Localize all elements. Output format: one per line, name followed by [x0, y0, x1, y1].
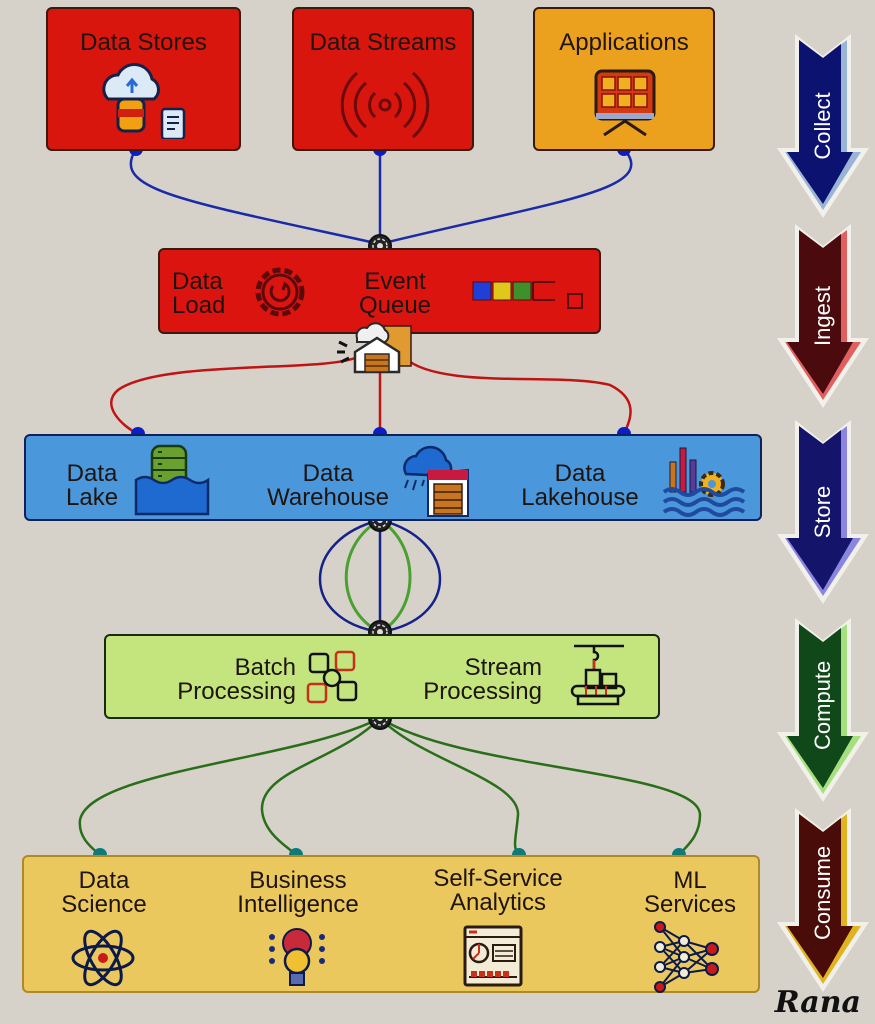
ingest-panel[interactable]: Data Load Event Queue [158, 248, 601, 334]
batch-nodes-icon [306, 650, 358, 704]
source-data-streams[interactable]: Data Streams [292, 7, 474, 151]
stage-arrow-store [777, 420, 869, 604]
dashboard-window-icon [463, 925, 523, 987]
stage-label: Ingest [810, 286, 835, 346]
connector-ingest-right [404, 357, 632, 435]
neural-network-icon [654, 921, 719, 993]
broadcast-signal-icon [340, 71, 430, 139]
stage-label: Compute [810, 660, 835, 750]
cloud-warehouse-icon [403, 445, 469, 517]
stage-label: Store [810, 485, 835, 539]
batch-processing-label: Batch Processing [177, 654, 296, 705]
connector-ingest-left [110, 356, 356, 436]
stream-processing-label: Stream Processing [423, 654, 542, 705]
queue-blocks-icon [472, 281, 583, 309]
source-label: Data Stores [80, 29, 207, 56]
data-lake-label: Data Lake [66, 460, 119, 511]
brain-lightbulb-icon [269, 928, 325, 986]
data-science-label: Data Science [61, 867, 147, 918]
database-water-icon [134, 444, 210, 516]
business-intelligence-label: Business Intelligence [237, 867, 359, 918]
connector-consume-2 [260, 717, 381, 856]
connector-collect-right [379, 148, 633, 246]
stage-label: Consume [810, 845, 835, 940]
compute-panel[interactable]: Batch Processing Stream Processing [104, 634, 660, 719]
consume-panel[interactable]: Data Science Business Intelligence Self-… [22, 855, 760, 993]
connector-consume-1 [78, 716, 381, 856]
source-data-stores[interactable]: Data Stores [46, 7, 241, 151]
stage-arrow-compute [777, 618, 869, 802]
data-warehouse-label: Data Warehouse [267, 460, 389, 511]
gear-refresh-icon [255, 267, 305, 317]
event-queue-label: Event Queue [358, 268, 432, 319]
source-label: Applications [559, 29, 689, 56]
source-label: Data Streams [309, 29, 457, 56]
connector-consume-3 [379, 717, 520, 856]
chart-gear-water-icon [662, 447, 746, 517]
atom-icon [71, 929, 135, 987]
data-lakehouse-label: Data Lakehouse [521, 460, 639, 511]
cloud-database-icon [102, 63, 186, 139]
signature: Rana [774, 985, 861, 1020]
app-grid-monitor-icon [594, 69, 656, 137]
conveyor-packages-icon [570, 644, 626, 706]
ml-services-label: ML Services [643, 867, 737, 918]
stage-arrow-consume [777, 808, 869, 992]
data-load-label: Data Load [172, 268, 226, 319]
stage-arrow-ingest [777, 224, 869, 408]
warehouse-hub-icon [337, 322, 412, 374]
source-applications[interactable]: Applications [533, 7, 715, 151]
connector-store-inner [344, 518, 412, 634]
store-panel[interactable]: Data Lake Data Warehouse Data Lakehouse [24, 434, 762, 521]
connector-consume-4 [379, 716, 702, 856]
stage-label: Collect [810, 92, 835, 160]
self-service-analytics-label: Self-Service Analytics [433, 865, 563, 916]
connector-collect-left [129, 148, 381, 246]
stage-arrow-collect [777, 34, 869, 218]
